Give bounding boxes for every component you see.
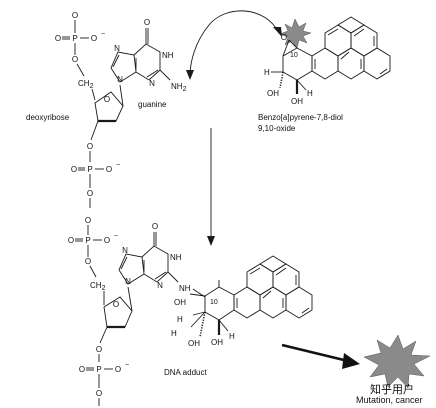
atom-n: N [122,246,128,255]
atom-ch2: CH2 [78,79,94,90]
atom-n: N [125,277,131,286]
charge-minus: − [114,233,118,240]
atom-n: N [114,44,120,53]
atom-o: O [85,257,91,266]
atom-o: O [152,222,158,231]
bottom-nucleotide: O O P O − O CH2 O O O P [68,216,206,406]
label-reagent-name: Benzo[a]pyrene-7,8-diol [258,113,343,122]
atom-nh: NH [170,253,182,262]
watermark: 知乎用户 [370,382,414,396]
label-position-10: 10 [210,299,218,306]
label-reagent-subname: 9,10-oxide [258,124,296,133]
bottom-guanine: N N O NH N NH [118,222,206,298]
atom-oh: OH [188,339,200,348]
atom-o: O [68,236,74,245]
atom-oh: OH [174,298,186,307]
atom-o: O [87,142,93,151]
atom-p: P [72,34,77,43]
top-deoxyribose-ring: O [94,84,124,123]
reaction-arrow [207,128,215,246]
atom-o: O [79,365,85,374]
bottom-phosphate-upper: O O P O − O [68,216,118,266]
top-phosphate-lower: O O P O − O [71,120,120,208]
atom-o: O [87,189,93,198]
atom-o: O [72,11,78,20]
atom-o: O [55,34,61,43]
atom-o-minus: O [115,365,121,374]
atom-nh: NH [162,51,174,60]
atom-h: H [229,332,235,341]
atom-o: O [104,95,110,104]
bottom-phosphate-lower: O O P O − O [79,326,129,406]
label-mutation-cancer: Mutation, cancer [356,395,423,405]
outcome-arrow [281,343,360,369]
atom-h: H [307,89,313,98]
atom-o: O [85,216,91,225]
label-dna-adduct: DNA adduct [164,368,207,377]
atom-o: O [72,55,78,64]
atom-ch2: CH2 [90,281,106,292]
mutation-starburst [363,334,431,389]
benzopyrene-diol-epoxide: O 10 H OH OH H Benzo[a]pyrene-7,8-diol 9… [258,16,391,133]
atom-o-minus: O [91,34,97,43]
atom-o: O [144,18,150,27]
atom-p: P [85,236,90,245]
adducted-benzopyrene: 10 OH H H OH OH H [171,255,313,348]
atom-h: H [264,68,270,77]
charge-minus: − [116,162,120,169]
top-guanine: N N O NH N NH2 [110,18,187,93]
bottom-deoxyribose-ring: O [103,286,133,329]
atom-n: N [149,79,155,88]
atom-p: P [87,165,92,174]
atom-nh-link: NH [179,284,191,293]
atom-nh2: NH2 [171,82,187,93]
atom-o-minus: O [106,165,112,174]
atom-h: H [171,329,177,338]
top-phosphate-upper: O O P O − O [55,11,105,64]
charge-minus: − [101,31,105,38]
label-guanine: guanine [138,100,167,109]
nucleophilic-attack-arrow [186,10,282,80]
atom-o: O [96,389,102,398]
atom-n: N [157,281,163,290]
atom-oh: OH [291,97,303,106]
label-deoxyribose: deoxyribose [26,113,70,122]
atom-p: P [96,365,101,374]
atom-oh: OH [211,338,223,347]
label-position-10: 10 [290,52,298,59]
charge-minus: − [125,362,129,369]
atom-o: O [113,300,119,309]
atom-o-minus: O [104,236,110,245]
atom-o: O [96,345,102,354]
atom-n: N [117,75,123,84]
atom-oh: OH [267,89,279,98]
atom-epoxide-o: O [281,33,287,42]
atom-o: O [71,165,77,174]
top-nucleotide: O O P O − O CH2 O deoxyribose O [26,11,187,208]
atom-h: H [177,315,183,324]
